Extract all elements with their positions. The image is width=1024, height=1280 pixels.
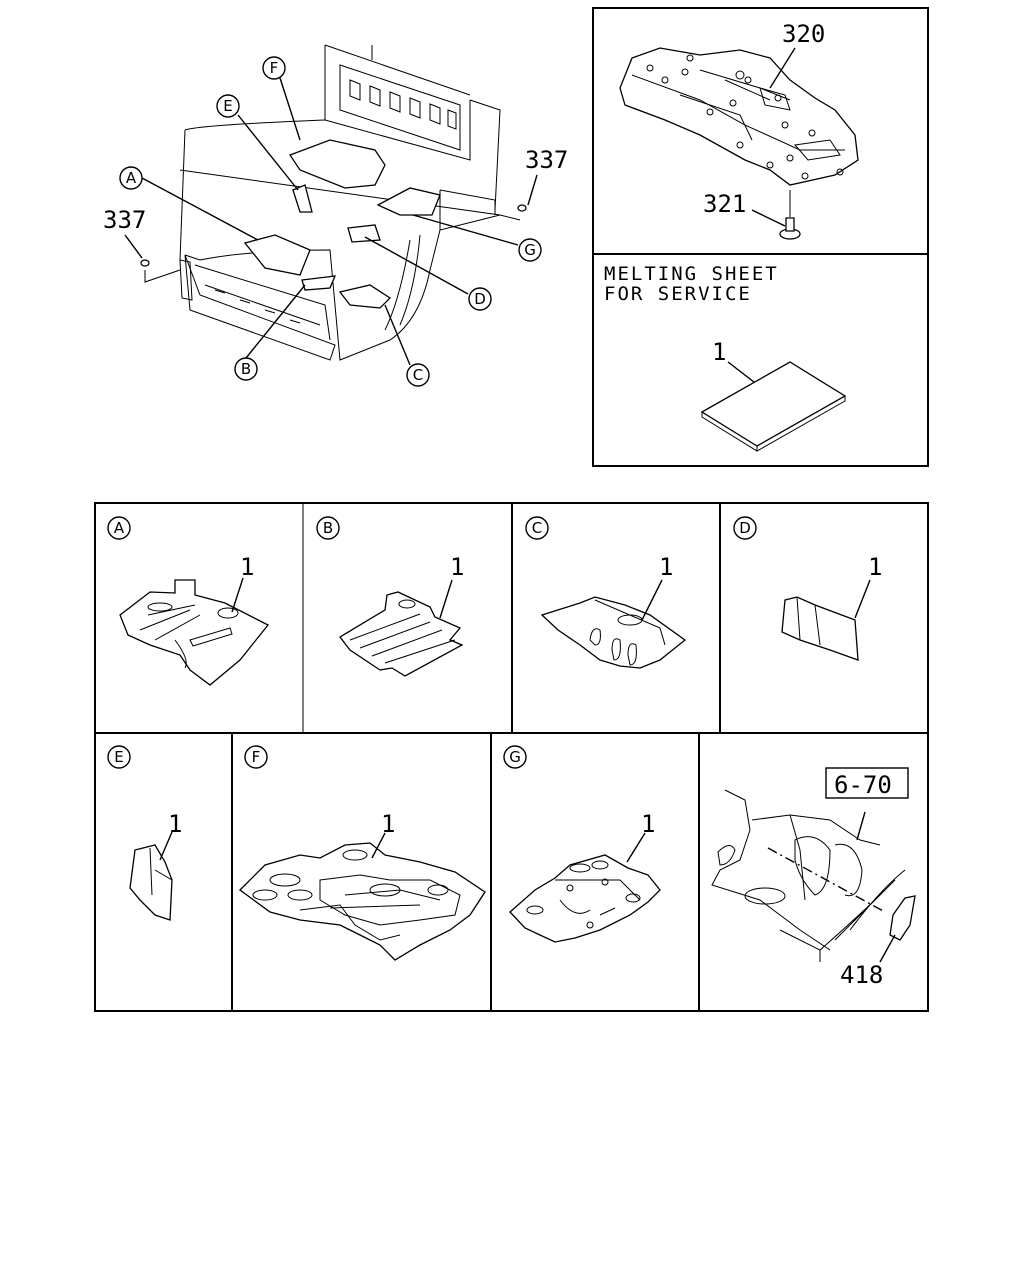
- part-label-A: 1: [240, 553, 254, 581]
- melting-sheet-drawing: [700, 361, 847, 452]
- part-label-418: 418: [840, 961, 883, 989]
- callout-A-detail: A: [114, 519, 125, 537]
- callout-D: D: [468, 287, 492, 311]
- part-label-337-right: 337: [525, 146, 568, 174]
- callout-G: G: [518, 238, 542, 262]
- callout-A: A: [119, 166, 143, 190]
- part-label-melting-sheet: 1: [712, 338, 726, 366]
- detail-cell-E: E 1: [107, 745, 182, 921]
- part-label-320: 320: [782, 20, 825, 48]
- part-label-B: 1: [450, 553, 464, 581]
- svg-text:E: E: [223, 97, 232, 115]
- part-label-E: 1: [168, 810, 182, 838]
- leader-melting-sheet: [727, 361, 755, 383]
- part-label-337-left: 337: [103, 206, 146, 234]
- clip-321-drawing: [779, 190, 801, 240]
- callout-F-detail: F: [252, 748, 261, 766]
- svg-text:A: A: [126, 169, 137, 187]
- detail-cell-D: D 1: [733, 516, 882, 661]
- melting-sheet-title-line2: FOR SERVICE: [604, 283, 752, 305]
- svg-text:C: C: [413, 366, 423, 384]
- svg-text:D: D: [474, 290, 486, 308]
- part-label-F: 1: [381, 810, 395, 838]
- detail-cell-C: C 1: [525, 516, 687, 669]
- callout-B-detail: B: [323, 519, 333, 537]
- detail-cell-floor-418: 6-70 418: [711, 767, 916, 989]
- callout-F: F: [262, 56, 286, 80]
- part-label-G: 1: [641, 810, 655, 838]
- melting-sheet-title-line1: MELTING SHEET: [604, 263, 779, 285]
- svg-text:G: G: [524, 241, 536, 259]
- callout-E-detail: E: [114, 748, 123, 766]
- main-floor-view: [124, 44, 538, 366]
- detail-grid: [94, 502, 929, 1012]
- svg-text:B: B: [241, 360, 251, 378]
- callout-C-detail: C: [532, 519, 542, 537]
- right-panel-frame: [592, 7, 929, 467]
- ref-box-6-70: 6-70: [834, 771, 892, 799]
- callout-G-detail: G: [509, 748, 521, 766]
- detail-cell-F: F 1: [239, 745, 486, 961]
- svg-text:F: F: [270, 59, 279, 77]
- detail-cell-B: B 1: [316, 516, 464, 677]
- callout-E: E: [216, 94, 240, 118]
- part-label-321: 321: [703, 190, 746, 218]
- leader-321: [751, 209, 786, 227]
- insulator-320-drawing: [619, 47, 859, 186]
- detail-cell-A: A 1: [107, 516, 270, 686]
- callout-C: C: [406, 363, 430, 387]
- leader-320: [769, 47, 796, 89]
- callout-D-detail: D: [739, 519, 751, 537]
- part-label-C: 1: [659, 553, 673, 581]
- callout-B: B: [234, 357, 258, 381]
- part-label-D: 1: [868, 553, 882, 581]
- detail-cell-G: G 1: [503, 745, 661, 943]
